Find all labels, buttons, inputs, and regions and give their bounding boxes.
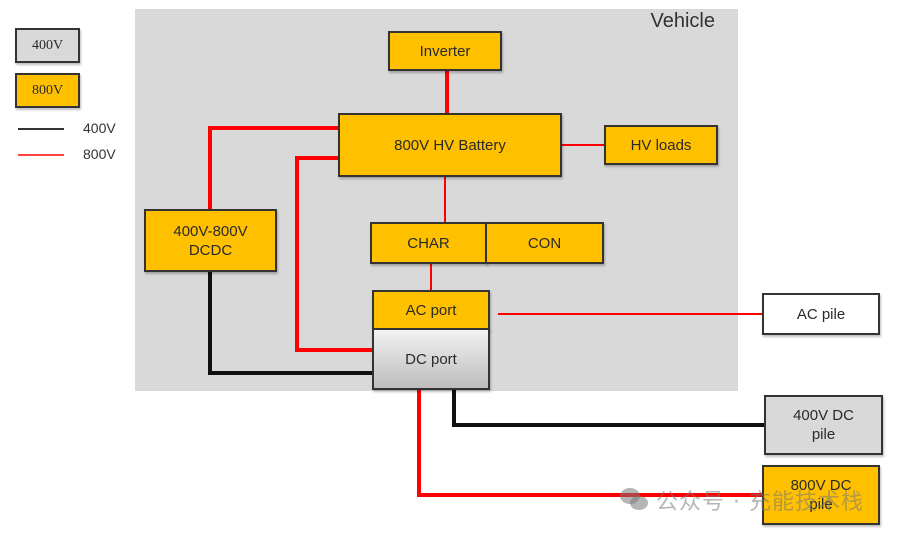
watermark: 公众号 · 充能技术栈 [620,484,864,516]
hv-loads-box[interactable]: HV loads [604,125,718,165]
legend-box-400v: 400V [15,28,80,63]
dc-port-label: DC port [405,350,457,368]
line-dcport-dcpile800 [417,390,762,497]
ac-pile-label: AC pile [796,305,846,323]
legend-box-400v-label: 400V [31,38,64,53]
ac-port-box[interactable]: AC port [372,290,490,330]
ac-pile-box[interactable]: AC pile [762,293,880,335]
legend-line-400v-label: 400V [83,120,116,136]
con-box[interactable]: CON [485,222,604,264]
dc-pile-800v-label-line2: pile [809,496,833,513]
ac-port-label: AC port [405,301,457,319]
char-box[interactable]: CHAR [370,222,487,264]
dc-pile-400v-label-line2: pile [811,426,836,443]
inverter-label: Inverter [419,42,471,60]
dcdc-label-line2: DCDC [188,241,233,259]
hv-loads-label: HV loads [630,136,692,154]
dc-pile-800v-label-line1: 800V DC [790,477,852,494]
dc-pile-800v-box[interactable]: 800V DC pile [762,465,880,525]
char-label: CHAR [407,234,450,252]
legend-box-800v: 800V [15,73,80,108]
dcdc-box[interactable]: 400V-800V DCDC [144,209,277,272]
wechat-icon [620,488,650,512]
line-battery-dcport [295,156,372,352]
dc-pile-400v-box[interactable]: 400V DC pile [764,395,883,455]
line-dcdc-dcport [208,272,372,375]
dc-port-box[interactable]: DC port [372,328,490,390]
con-label: CON [527,234,562,252]
hv-battery-box[interactable]: 800V HV Battery [338,113,562,177]
vehicle-label: Vehicle [650,10,716,32]
legend-line-800v-label: 800V [83,146,116,162]
line-battery-dcdc [208,126,338,209]
dc-pile-400v-label-line1: 400V DC [793,407,854,424]
line-dcport-dcpile400 [452,390,764,427]
dcdc-label-line1: 400V-800V [173,222,248,240]
legend-box-800v-label: 800V [31,83,64,98]
watermark-text: 公众号 · 充能技术栈 [656,490,864,515]
hv-battery-label: 800V HV Battery [394,136,506,154]
inverter-box[interactable]: Inverter [388,31,502,71]
